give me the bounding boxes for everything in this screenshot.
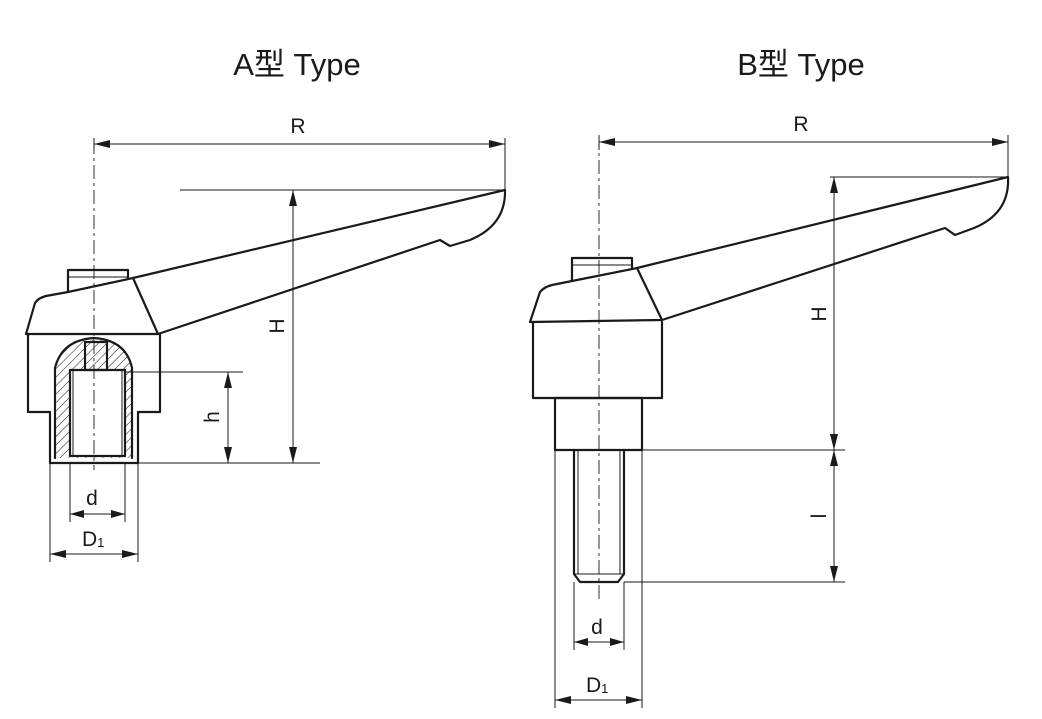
type-a-d1-label: D1 [82,528,104,551]
type-a-hub-body [26,332,162,465]
type-b-neck [553,396,644,452]
type-a-d-label: d [86,487,98,510]
type-b-r-label: R [793,113,808,136]
type-a-screw-cap [66,268,130,294]
type-b-h-label: H [808,306,831,321]
type-a-drawing: A型 Type R H [24,47,507,562]
type-b-screw-cap [570,256,634,283]
type-b-hub-body [531,320,664,400]
type-a-section-hatch [55,338,132,458]
type-a-r-label: R [290,115,305,138]
type-b-l-label: l [808,514,831,519]
type-b-drawing: B型 Type R H [528,47,1010,708]
type-a-hub-cap [24,276,160,336]
type-b-hub-cap [528,266,664,324]
type-a-threaded-bore [68,368,127,458]
type-b-threaded-stud [572,448,626,584]
type-b-d-label: d [591,616,603,639]
type-a-title: A型 Type [233,47,361,82]
type-b-lever-arm [635,175,1010,322]
type-a-lever-arm [131,188,507,336]
type-a-small-h-label: h [201,411,224,423]
type-b-title: B型 Type [737,47,865,82]
type-a-h-label: H [266,318,289,333]
type-b-d1-label: D1 [586,674,608,697]
